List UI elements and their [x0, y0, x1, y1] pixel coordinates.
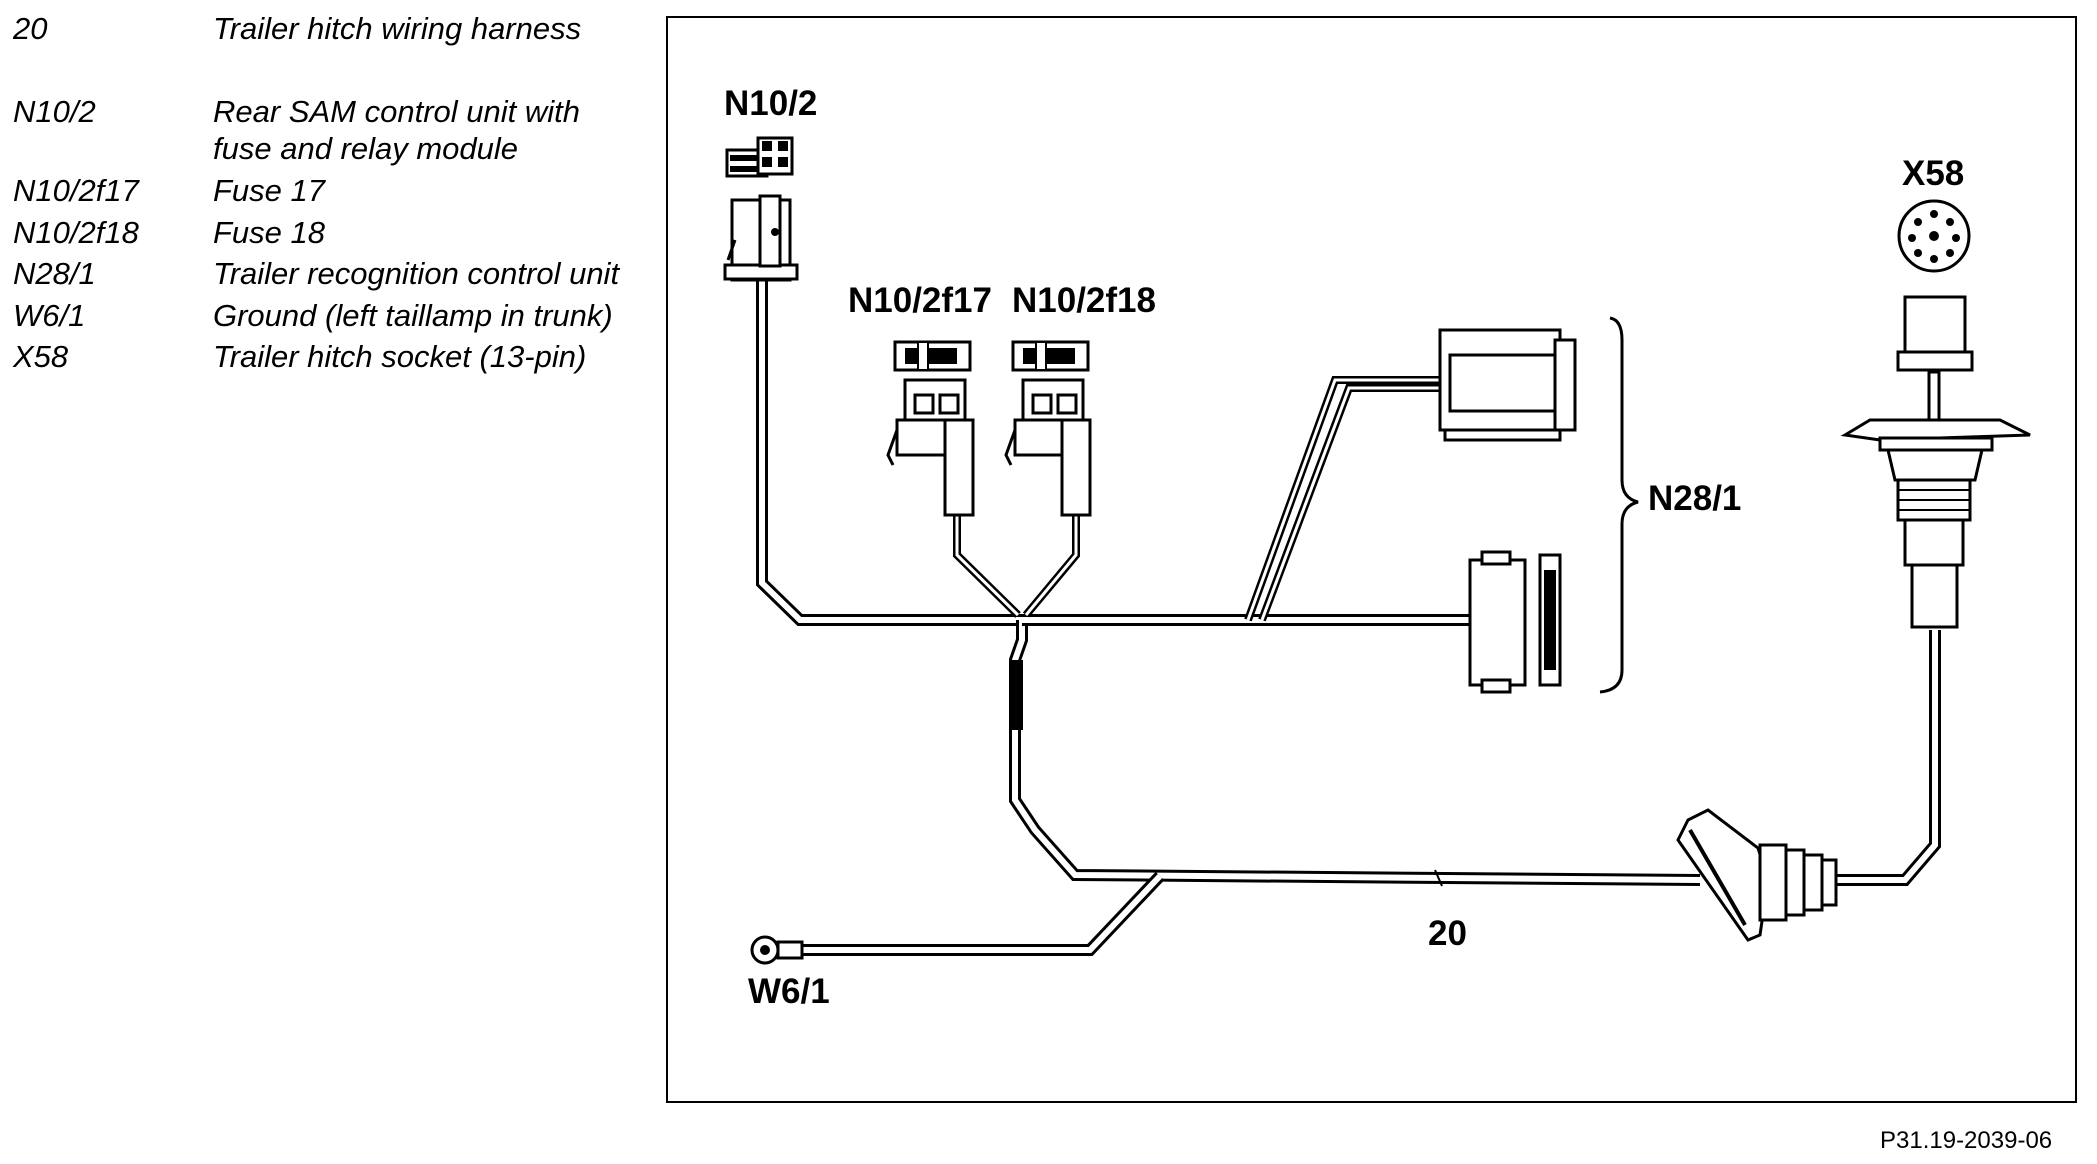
- legend-code-n10-2f17: N10/2f17: [13, 173, 139, 208]
- diagram-frame: [666, 16, 2077, 1103]
- label-w6-1: W6/1: [748, 972, 830, 1011]
- fuse-18: [1004, 340, 1092, 517]
- wire-harness: [756, 278, 1941, 956]
- legend-desc-n28-1: Trailer recognition control unit: [213, 256, 620, 291]
- tape-wrap: [1009, 660, 1023, 730]
- label-harness-20: 20: [1428, 914, 1467, 953]
- legend-desc-n10-2f18: Fuse 18: [213, 215, 326, 250]
- label-n28-1: N28/1: [1648, 479, 1741, 518]
- legend-desc-n10-2-line2: fuse and relay module: [213, 131, 519, 166]
- legend-code-x58: X58: [13, 339, 69, 374]
- legend-code-w6-1: W6/1: [13, 298, 86, 333]
- label-x58: X58: [1902, 154, 1964, 193]
- fuse-17: [886, 340, 975, 517]
- label-n10-2f17: N10/2f17: [848, 281, 992, 320]
- legend: 20 Trailer hitch wiring harness N10/2 Re…: [0, 0, 660, 420]
- legend-code-n10-2f18: N10/2f18: [13, 215, 139, 250]
- legend-code-n28-1: N28/1: [13, 256, 96, 291]
- label-n10-2f18: N10/2f18: [1012, 281, 1156, 320]
- w6-1-ground-eyelet: [750, 935, 804, 965]
- n28-1-upper-connector: [1438, 328, 1577, 442]
- n28-1-brace: [1599, 316, 1639, 694]
- reference-number: P31.19-2039-06: [1880, 1127, 2053, 1154]
- legend-desc-w6-1: Ground (left taillamp in trunk): [213, 298, 613, 333]
- harness-grommet: [1676, 808, 1838, 942]
- legend-code-n10-2: N10/2: [13, 94, 96, 129]
- legend-desc-n10-2f17: Fuse 17: [213, 173, 326, 208]
- n10-2-module: [723, 136, 799, 282]
- legend-desc-n10-2-line1: Rear SAM control unit with: [213, 94, 580, 129]
- legend-code-20: 20: [13, 11, 48, 46]
- x58-socket: [1840, 199, 2031, 629]
- n28-1-lower-connector: [1468, 550, 1562, 694]
- label-n10-2: N10/2: [724, 84, 817, 123]
- legend-desc-20: Trailer hitch wiring harness: [213, 11, 582, 46]
- legend-desc-x58: Trailer hitch socket (13-pin): [213, 339, 587, 374]
